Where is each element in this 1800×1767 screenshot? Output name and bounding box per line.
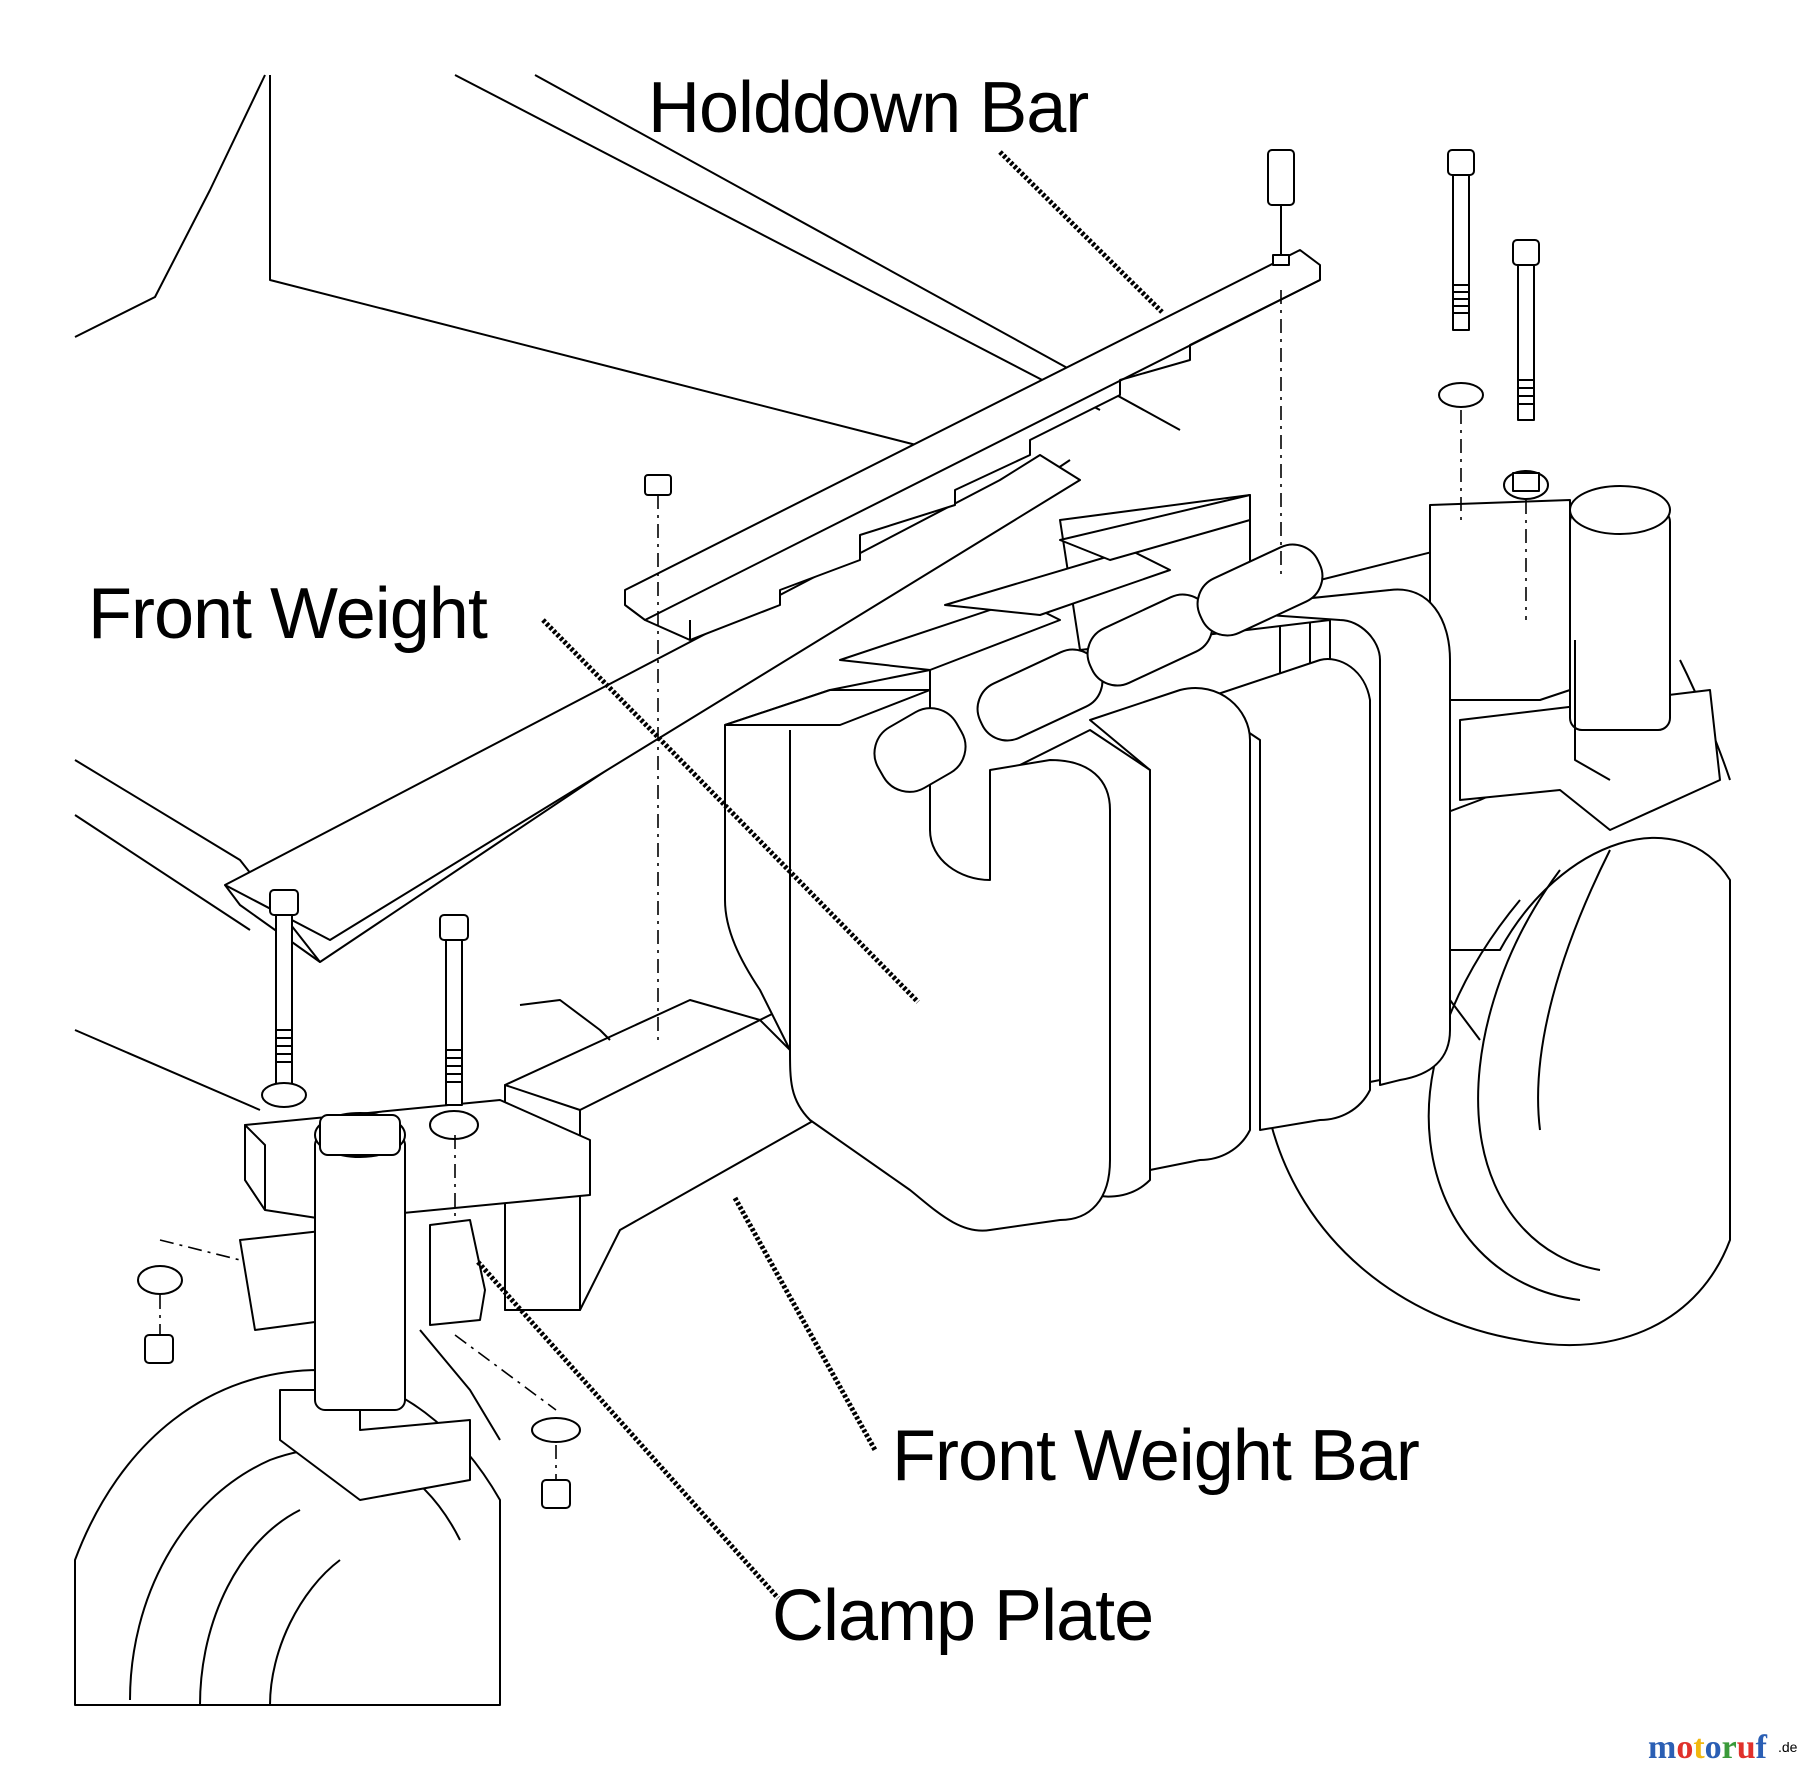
assembly-center-lines	[159, 290, 1527, 1480]
leader-lines	[476, 150, 1164, 1600]
svg-text:motoruf: motoruf	[1648, 1729, 1768, 1766]
part-labels: Holddown Bar Front Weight Front Weight B…	[88, 68, 1420, 1656]
watermark-logo: motoruf .de	[1648, 1729, 1798, 1766]
holddown-bar	[624, 249, 1321, 641]
label-front-weight: Front Weight	[88, 574, 488, 654]
leader-front-weight	[541, 618, 920, 1004]
label-holddown-bar: Holddown Bar	[648, 68, 1088, 148]
watermark-letter: r	[1722, 1729, 1737, 1766]
watermark-letter: f	[1756, 1729, 1768, 1766]
watermark-letter: t	[1693, 1729, 1705, 1766]
left-pivot-assembly	[239, 1099, 591, 1501]
watermark-letter: m	[1648, 1729, 1676, 1766]
right-spindle-post	[1429, 485, 1721, 831]
front-weight-stack	[724, 494, 1451, 1232]
watermark-letter: o	[1676, 1729, 1693, 1766]
clamp-plate	[429, 1219, 486, 1326]
label-front-weight-bar: Front Weight Bar	[892, 1416, 1419, 1496]
watermark-letter: u	[1737, 1729, 1756, 1766]
leader-holddown-bar	[998, 150, 1164, 314]
label-clamp-plate: Clamp Plate	[772, 1576, 1153, 1656]
leader-front-weight-bar	[732, 1196, 878, 1452]
left-wheel	[74, 1329, 501, 1706]
leader-clamp-plate	[476, 1260, 780, 1600]
top-right-bolts	[1267, 149, 1549, 500]
watermark-letter: o	[1705, 1729, 1722, 1766]
watermark-suffix: .de	[1778, 1739, 1798, 1755]
left-bolts	[137, 474, 672, 1509]
